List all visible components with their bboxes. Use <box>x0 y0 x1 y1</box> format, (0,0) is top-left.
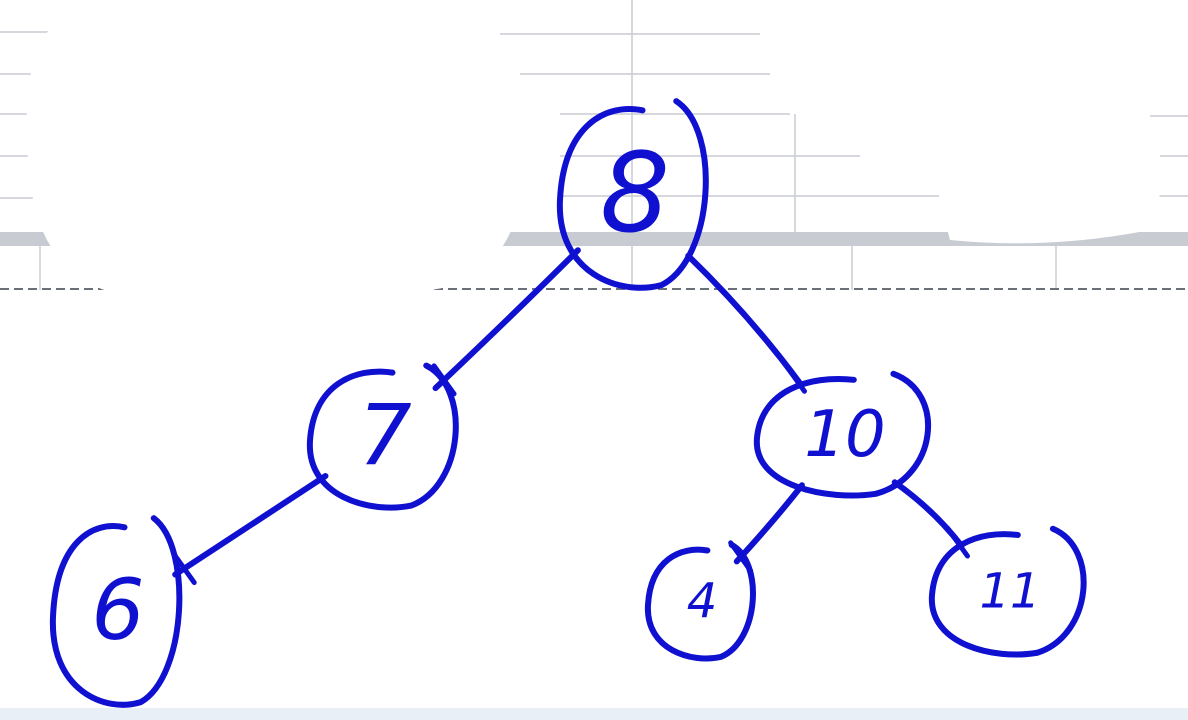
tree-node-10: 10 <box>753 370 931 499</box>
tree-node-11: 11 <box>928 525 1087 658</box>
tree-node-4: 4 <box>644 541 756 662</box>
node-circle <box>306 362 459 511</box>
tree-node-8: 8 <box>556 98 709 291</box>
node-label: 4 <box>687 573 718 629</box>
erased-region <box>930 76 1162 244</box>
node-label: 6 <box>91 561 144 659</box>
node-label: 11 <box>979 563 1040 619</box>
node-label: 10 <box>804 398 885 472</box>
erased-region <box>26 6 531 292</box>
node-circle <box>644 541 756 662</box>
node-label: 7 <box>358 386 411 484</box>
edge-n10-n4 <box>733 482 805 565</box>
node-circle <box>556 98 709 291</box>
tree-node-6: 6 <box>49 515 183 708</box>
edge-n8-n7 <box>432 247 581 392</box>
node-circle <box>49 515 183 708</box>
node-circle <box>928 525 1087 658</box>
edge-n7-n6 <box>172 473 329 578</box>
tree-nodes: 8 7 10 6 4 11 <box>49 98 1087 708</box>
bottom-band <box>0 708 1188 720</box>
tree-node-7: 7 <box>306 362 459 511</box>
edge-tick-n11 <box>944 525 970 559</box>
node-circle <box>753 370 931 499</box>
node-label: 8 <box>600 129 670 257</box>
